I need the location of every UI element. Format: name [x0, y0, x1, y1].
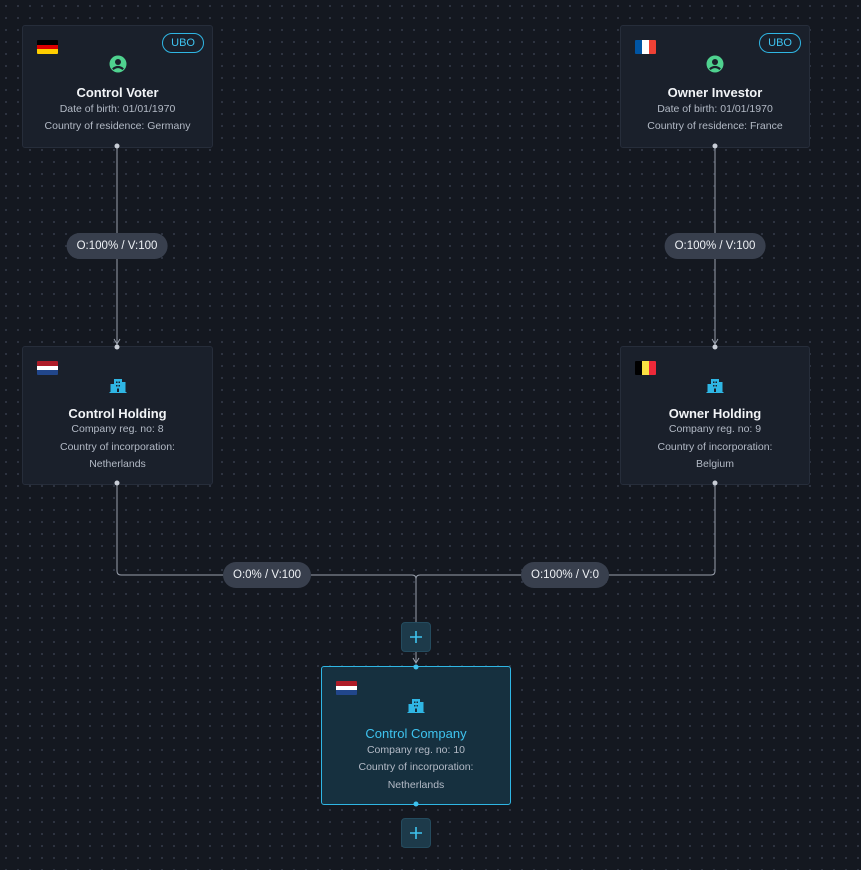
node-owner-investor[interactable]: UBO Owner Investor Date of birth: 01/01/… — [620, 25, 810, 148]
edge-owner-holding-to-control-company — [415, 484, 716, 580]
port-control-voter-out — [114, 143, 120, 149]
belgium-flag-icon — [635, 361, 656, 375]
node-owner-holding[interactable]: Owner Holding Company reg. no: 9 Country… — [620, 346, 810, 485]
node-incorporation-label: Country of incorporation: — [358, 761, 474, 773]
port-control-holding-out — [114, 480, 120, 486]
edge-arrow — [412, 657, 420, 664]
node-country: Country of residence: Germany — [44, 120, 191, 132]
node-incorporation-label: Country of incorporation: — [657, 441, 773, 453]
node-incorporation-label: Country of incorporation: — [60, 441, 175, 453]
add-parent-button[interactable] — [401, 622, 431, 652]
add-child-button[interactable] — [401, 818, 431, 848]
node-title: Owner Investor — [667, 85, 763, 100]
node-title: Control Voter — [76, 85, 159, 100]
node-title: Owner Holding — [668, 406, 762, 421]
edge-label-owner-holding[interactable]: O:100% / V:0 — [521, 562, 609, 588]
plus-icon — [410, 631, 422, 643]
plus-icon — [410, 827, 422, 839]
port-owner-investor-out — [712, 143, 718, 149]
user-circle-icon — [109, 55, 127, 73]
building-icon — [706, 376, 724, 394]
user-circle-icon — [706, 55, 724, 73]
germany-flag-icon — [37, 40, 58, 54]
edge-arrow — [711, 338, 719, 345]
node-country: Country of residence: France — [647, 120, 783, 132]
node-reg-no: Company reg. no: 8 — [71, 423, 164, 435]
building-icon — [109, 376, 127, 394]
node-date-of-birth: Date of birth: 01/01/1970 — [657, 103, 773, 115]
node-title: Control Holding — [68, 406, 167, 421]
ubo-badge: UBO — [162, 33, 204, 53]
node-country: Belgium — [696, 458, 734, 470]
ubo-badge: UBO — [759, 33, 801, 53]
node-control-holding[interactable]: Control Holding Company reg. no: 8 Count… — [22, 346, 213, 485]
node-reg-no: Company reg. no: 10 — [366, 744, 466, 756]
edge-label-control-holding[interactable]: O:0% / V:100 — [223, 562, 311, 588]
port-control-holding-in — [114, 344, 120, 350]
port-control-company-out — [413, 801, 419, 807]
port-control-company-in — [413, 664, 419, 670]
node-date-of-birth: Date of birth: 01/01/1970 — [59, 103, 176, 115]
node-country: Netherlands — [89, 458, 146, 470]
netherlands-flag-icon — [37, 361, 58, 375]
edge-label-owner-investor[interactable]: O:100% / V:100 — [664, 233, 766, 259]
edge-arrow — [113, 338, 121, 345]
node-reg-no: Company reg. no: 9 — [668, 423, 762, 435]
france-flag-icon — [635, 40, 656, 54]
building-icon — [407, 696, 425, 714]
netherlands-flag-icon — [336, 681, 357, 695]
node-country: Netherlands — [387, 779, 445, 791]
port-owner-holding-out — [712, 480, 718, 486]
node-control-voter[interactable]: UBO Control Voter Date of birth: 01/01/1… — [22, 25, 213, 148]
port-owner-holding-in — [712, 344, 718, 350]
node-control-company[interactable]: Control Company Company reg. no: 10 Coun… — [321, 666, 511, 805]
node-title: Control Company — [365, 726, 467, 741]
edge-label-control-voter[interactable]: O:100% / V:100 — [66, 233, 168, 259]
